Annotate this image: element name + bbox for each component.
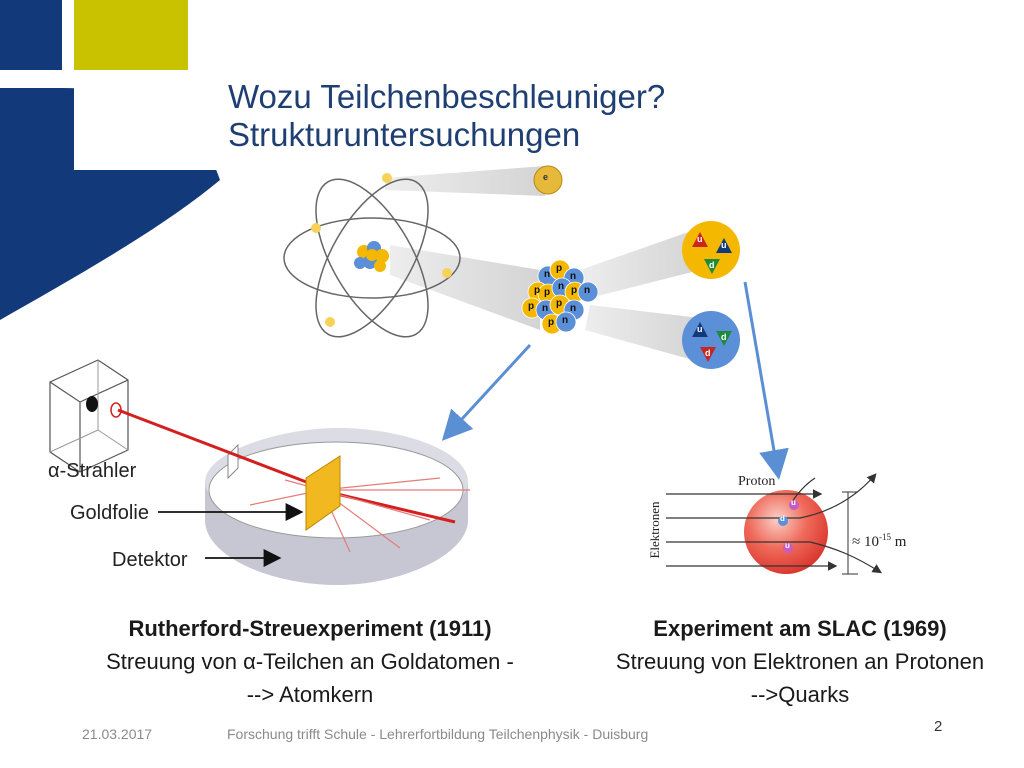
nucleon-label: n xyxy=(562,315,569,326)
nucleon-label: p xyxy=(544,287,551,298)
rutherford-caption-line-3: --> Atomkern xyxy=(246,682,374,707)
orbit-electron xyxy=(311,223,321,233)
large-nucleus xyxy=(521,259,599,335)
nucleon xyxy=(577,281,599,303)
alpha-source-label: α-Strahler xyxy=(48,460,137,482)
nucleon-label: n xyxy=(542,303,549,314)
detector-label: Detektor xyxy=(112,549,188,571)
orbit-electron xyxy=(325,317,335,327)
page-number: 2 xyxy=(934,718,943,735)
title-line-1: Wozu Teilchenbeschleuniger? xyxy=(228,78,666,115)
gold-foil-label: Goldfolie xyxy=(70,502,149,524)
slac-caption: Experiment am SLAC (1969) Streuung von E… xyxy=(590,612,1010,711)
electron-ball xyxy=(533,165,563,195)
slac-quark-label: u xyxy=(785,541,790,550)
footer-text: Forschung trifft Schule - Lehrerfortbild… xyxy=(227,726,649,742)
quark-triangle xyxy=(692,322,708,337)
nucleon-label: p xyxy=(534,285,541,296)
orbit-electron xyxy=(442,268,452,278)
proton-label: Proton xyxy=(738,474,776,489)
scale-exponent: -15 xyxy=(878,532,891,542)
nucleon-label: p xyxy=(556,298,563,309)
nucleon-label: p xyxy=(548,317,555,328)
nucleon xyxy=(555,311,577,333)
arrow-to-slac xyxy=(743,281,789,480)
quark-label: u xyxy=(721,240,727,250)
quark-label: u xyxy=(697,324,703,334)
quark-label: u xyxy=(697,234,703,244)
arrow-to-rutherford xyxy=(441,343,532,441)
orbit-electron xyxy=(382,173,392,183)
quark-triangle xyxy=(716,331,732,346)
slac-diagram xyxy=(666,473,883,575)
quark-label: d xyxy=(721,332,727,342)
nucleon-label: p xyxy=(571,285,578,296)
title-line-2: Strukturuntersuchungen xyxy=(228,116,581,153)
nucleon-label: p xyxy=(556,263,563,274)
slac-quark-label: d xyxy=(780,514,785,523)
scale-unit: m xyxy=(894,534,907,550)
slac-caption-line-2: Streuung von Elektronen an Protonen xyxy=(615,649,985,674)
atom-model xyxy=(283,166,700,362)
nucleon-label: n xyxy=(544,269,551,280)
page-title: Wozu Teilchenbeschleuniger? Strukturunte… xyxy=(228,78,665,154)
slac-quark-label: u xyxy=(791,498,796,507)
quark-triangles xyxy=(692,232,732,362)
quark-triangle xyxy=(700,347,716,362)
rutherford-caption-line-2: Streuung von α-Teilchen an Goldatomen - xyxy=(106,649,514,674)
quark-label: d xyxy=(705,348,711,358)
nucleon-label: n xyxy=(584,285,591,296)
nucleon-label: n xyxy=(558,281,565,292)
nucleon-label: n xyxy=(570,303,577,314)
size-scale-label: ≈ 10-15 m xyxy=(852,532,906,551)
electrons-axis-label: Elektronen xyxy=(647,501,662,559)
quark-triangle xyxy=(692,232,708,247)
quark-triangle xyxy=(716,238,732,253)
footer-date: 21.03.2017 xyxy=(82,726,153,742)
rutherford-caption-title: Rutherford-Streuexperiment (1911) xyxy=(128,616,492,641)
small-nucleus xyxy=(354,241,389,272)
nucleon-label: p xyxy=(528,301,535,312)
scale-value: ≈ 10 xyxy=(852,534,879,550)
neutron-quark-diagram xyxy=(682,311,740,369)
slac-caption-line-3: -->Quarks xyxy=(750,682,850,707)
nucleon-label: n xyxy=(570,271,577,282)
proton-quark-diagram xyxy=(682,221,740,279)
slac-caption-title: Experiment am SLAC (1969) xyxy=(653,616,947,641)
quark-label: d xyxy=(709,260,715,270)
rutherford-apparatus xyxy=(49,359,470,585)
electron-label: e xyxy=(543,172,549,182)
corner-decoration xyxy=(0,0,220,320)
quark-triangle xyxy=(704,259,720,274)
rutherford-caption: Rutherford-Streuexperiment (1911) Streuu… xyxy=(60,612,560,711)
